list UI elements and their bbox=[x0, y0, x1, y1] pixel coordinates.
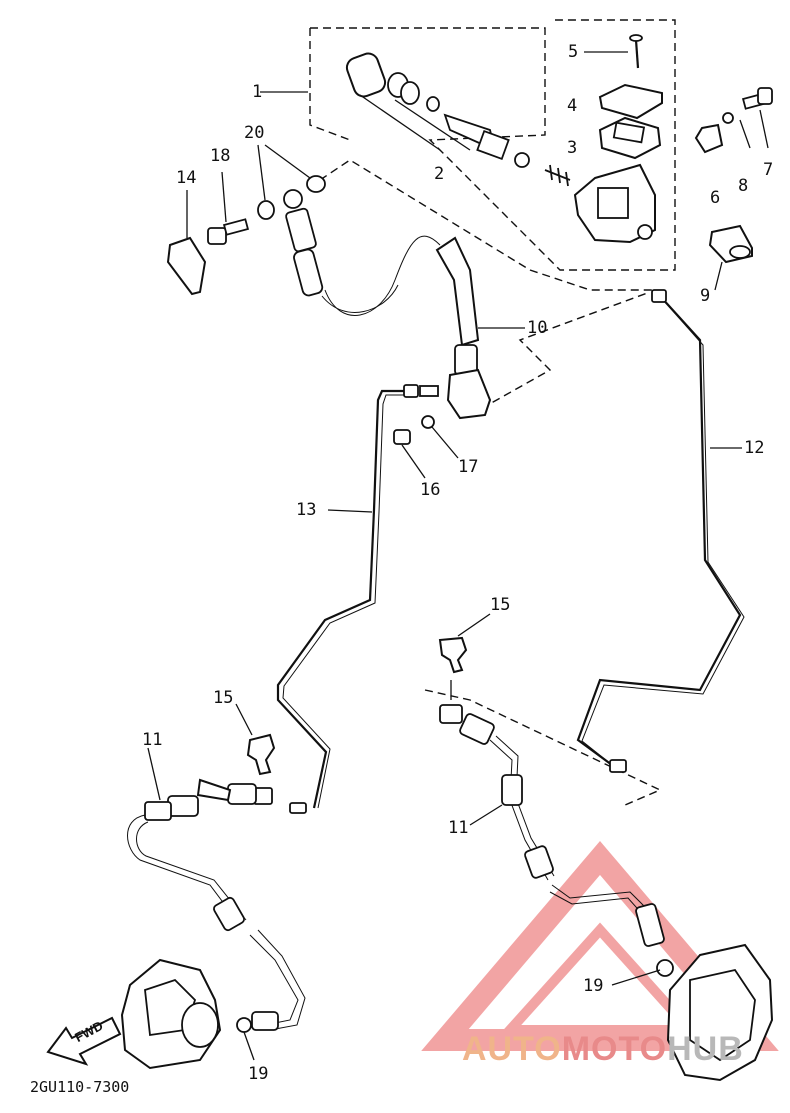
callout-18: 18 bbox=[210, 146, 231, 166]
callout-5: 5 bbox=[568, 42, 579, 62]
callout-11-left: 11 bbox=[142, 730, 163, 750]
callout-2: 2 bbox=[434, 164, 445, 184]
fwd-arrow-icon bbox=[46, 1016, 122, 1066]
callout-4: 4 bbox=[567, 96, 578, 116]
watermark-logo-triangle bbox=[421, 841, 779, 1051]
spring-2 bbox=[544, 164, 571, 187]
callout-12: 12 bbox=[744, 438, 765, 458]
callout-9: 9 bbox=[700, 286, 711, 306]
callout-14: 14 bbox=[176, 168, 197, 188]
piston-kit bbox=[345, 52, 530, 168]
callout-13: 13 bbox=[296, 500, 317, 520]
callout-7: 7 bbox=[763, 160, 774, 180]
callout-8: 8 bbox=[738, 176, 749, 196]
callout-11-right: 11 bbox=[448, 818, 469, 838]
callout-1: 1 bbox=[252, 82, 263, 102]
hose-outline bbox=[424, 291, 662, 806]
callout-6: 6 bbox=[710, 188, 721, 208]
reservoir-cap-4 bbox=[598, 83, 663, 120]
callout-10: 10 bbox=[527, 318, 548, 338]
callout-17: 17 bbox=[458, 457, 479, 477]
callout-15-right: 15 bbox=[490, 595, 511, 615]
master-cylinder-body bbox=[573, 163, 656, 244]
union-bolt-18 bbox=[207, 171, 250, 245]
callout-16: 16 bbox=[420, 480, 441, 500]
brake-hose-10 bbox=[435, 236, 525, 376]
joint-block bbox=[403, 368, 492, 420]
clip-15-left bbox=[235, 703, 276, 776]
callout-19-right: 19 bbox=[583, 976, 604, 996]
washer-17 bbox=[421, 415, 459, 459]
upper-hose bbox=[283, 189, 441, 316]
left-caliper bbox=[120, 958, 255, 1070]
clip-15-right bbox=[438, 613, 491, 700]
callout-19-left: 19 bbox=[248, 1064, 269, 1084]
screw-5 bbox=[584, 34, 643, 69]
callout-3: 3 bbox=[567, 138, 578, 158]
right-caliper bbox=[666, 943, 774, 1082]
drawing-code: 2GU110-7300 bbox=[30, 1078, 130, 1096]
brake-hose-11-right bbox=[439, 704, 674, 986]
watermark-part-hub: HUB bbox=[667, 1030, 744, 1068]
bracket-6 bbox=[694, 123, 724, 154]
washer-8 bbox=[722, 112, 734, 124]
master-cylinder-assembly-outline bbox=[309, 19, 676, 291]
watermark-part-moto: MOTO bbox=[561, 1030, 668, 1068]
bolt-7 bbox=[741, 87, 773, 110]
copper-washers-20 bbox=[257, 144, 326, 220]
callout-20: 20 bbox=[244, 123, 265, 143]
watermark-part-auto: AUTO bbox=[462, 1030, 562, 1068]
bleed-cap-14 bbox=[166, 190, 207, 296]
boot-9 bbox=[708, 224, 753, 291]
brake-hose-11-left bbox=[127, 747, 306, 1031]
callout-15-left: 15 bbox=[213, 688, 234, 708]
brake-pipe-12 bbox=[576, 289, 745, 773]
brake-pipe-13 bbox=[276, 389, 404, 814]
watermark-text: AUTOMOTOHUB bbox=[462, 1030, 744, 1069]
bolt-16 bbox=[393, 429, 426, 479]
